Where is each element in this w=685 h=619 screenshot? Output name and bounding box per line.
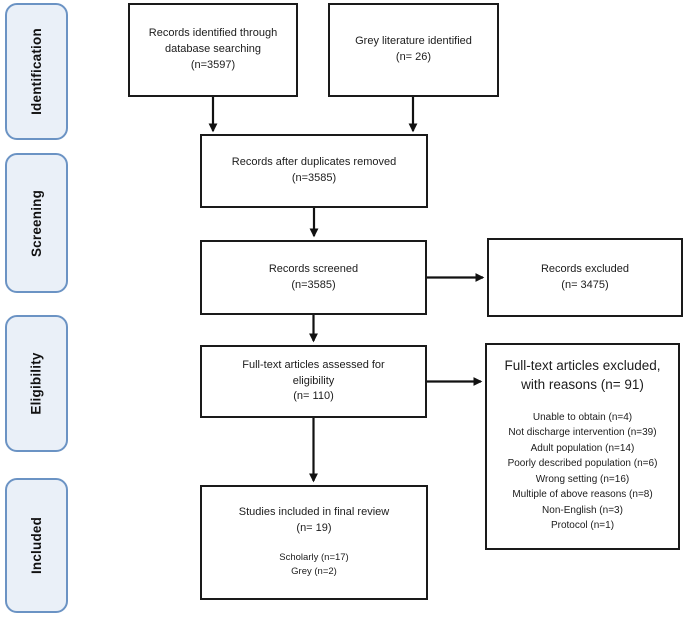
box-grey-literature: Grey literature identified (n= 26) [328, 3, 499, 97]
stage-screening: Screening [5, 153, 68, 293]
exclusion-reason: Multiple of above reasons (n=8) [512, 489, 653, 501]
box-database-search-text: Records identified through database sear… [148, 27, 278, 56]
box-records-excluded: Records excluded (n= 3475) [487, 238, 683, 317]
stage-label-included: Included [28, 516, 44, 575]
box-records-excluded-text: Records excluded [540, 262, 630, 275]
box-database-search: Records identified through database sear… [128, 3, 298, 97]
stage-included: Included [5, 478, 68, 613]
box-final-review: Studies included in final review (n= 19)… [200, 485, 428, 600]
box-fulltext-assessed-count: (n= 110) [293, 390, 334, 403]
box-duplicates-removed: Records after duplicates removed (n=3585… [200, 134, 428, 208]
exclusion-reason: Protocol (n=1) [550, 520, 615, 532]
box-final-review-count: (n= 19) [296, 522, 332, 535]
stage-label-identification: Identification [29, 28, 44, 115]
exclusion-reason: Non-English (n=3) [542, 504, 623, 516]
box-records-screened: Records screened (n=3585) [200, 240, 427, 315]
final-review-subcount: Scholarly (n=17) [279, 552, 349, 564]
box-grey-literature-count: (n= 26) [395, 51, 432, 63]
stage-eligibility: Eligibility [5, 315, 68, 452]
box-fulltext-assessed: Full-text articles assessed for eligibil… [200, 345, 427, 418]
exclusion-reason: Adult population (n=14) [530, 442, 635, 454]
exclusion-reason: Wrong setting (n=16) [535, 473, 630, 485]
box-duplicates-removed-text: Records after duplicates removed [231, 156, 397, 169]
box-records-screened-text: Records screened [268, 262, 359, 275]
exclusion-reasons-list: Unable to obtain (n=4) Not discharge int… [508, 410, 658, 534]
box-records-screened-count: (n=3585) [291, 278, 336, 291]
exclusion-reason: Poorly described population (n=6) [507, 458, 658, 470]
final-review-subcounts: Scholarly (n=17) Grey (n=2) [279, 551, 348, 580]
stage-label-screening: Screening [29, 189, 45, 257]
exclusion-reason: Not discharge intervention (n=39) [508, 427, 657, 439]
box-final-review-text: Studies included in final review [238, 506, 390, 519]
box-grey-literature-text: Grey literature identified [355, 35, 472, 48]
stage-label-eligibility: Eligibility [29, 352, 44, 415]
box-database-search-count: (n=3597) [190, 58, 236, 71]
exclusion-reason: Unable to obtain (n=4) [532, 411, 633, 423]
box-fulltext-excluded: Full-text articles excluded, with reason… [485, 343, 680, 550]
box-fulltext-assessed-text: Full-text articles assessed for eligibil… [242, 358, 385, 387]
box-duplicates-removed-count: (n=3585) [291, 172, 337, 184]
box-records-excluded-count: (n= 3475) [561, 278, 609, 291]
final-review-subcount: Grey (n=2) [291, 566, 337, 578]
stage-identification: Identification [5, 3, 68, 140]
box-fulltext-excluded-title: Full-text articles excluded, with reason… [504, 358, 661, 392]
